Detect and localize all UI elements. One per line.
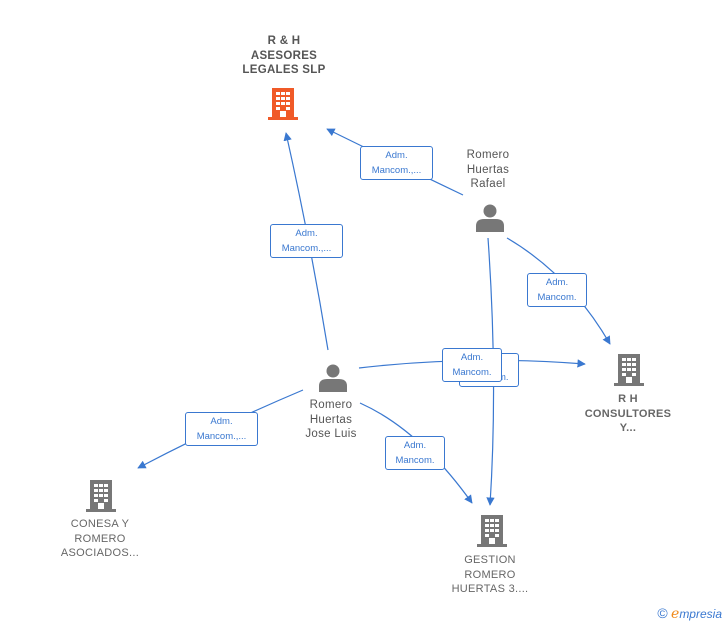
edge-label-jose-conesa[interactable]: Adm. Mancom.,...: [185, 412, 258, 446]
edge-label-line: Adm.: [460, 352, 484, 363]
edge-label-line: Mancom.: [537, 292, 577, 303]
node-label-rh-asesores[interactable]: R & H ASESORES LEGALES SLP: [214, 34, 354, 78]
node-label-line: ROMERO: [74, 532, 126, 545]
edge-label-jose-rh-consultores[interactable]: Adm. Mancom.: [442, 348, 502, 382]
brand-initial: e: [671, 606, 680, 622]
node-label-line: ROMERO: [464, 568, 516, 581]
building-icon[interactable]: [86, 478, 116, 512]
edge-label-line: Adm.: [385, 150, 408, 161]
person-icon[interactable]: [318, 362, 348, 392]
node-label-line: LEGALES SLP: [242, 64, 326, 76]
node-label-line: GESTION: [464, 554, 516, 566]
person-icon[interactable]: [475, 202, 505, 232]
building-icon[interactable]: [268, 86, 298, 120]
edge-label-rafael-rh-consultores[interactable]: Adm. Mancom.: [527, 273, 587, 307]
edge-label-line: Mancom.: [452, 367, 492, 378]
edge-label-line: Mancom.,...: [281, 243, 332, 254]
node-label-gestion[interactable]: GESTION ROMERO HUERTAS 3....: [434, 553, 546, 597]
node-label-line: ASOCIADOS...: [60, 547, 140, 559]
edge-label-line: Adm.: [210, 416, 233, 427]
node-label-line: Rafael: [470, 178, 506, 190]
building-icon[interactable]: [614, 352, 644, 386]
node-label-line: Huertas: [466, 163, 510, 176]
node-label-line: ASESORES: [250, 49, 318, 62]
copyright-symbol: ©: [657, 605, 668, 621]
edge-label-jose-rh-asesores[interactable]: Adm. Mancom.,...: [270, 224, 343, 258]
edge-label-line: Mancom.,...: [371, 165, 422, 176]
node-label-romero-jose[interactable]: Romero Huertas Jose Luis: [281, 398, 381, 442]
node-label-line: R H: [618, 393, 638, 405]
building-icon[interactable]: [477, 513, 507, 547]
node-label-line: Romero: [309, 399, 353, 411]
node-label-rh-consultores[interactable]: R H CONSULTORES Y...: [572, 392, 684, 436]
node-label-conesa[interactable]: CONESA Y ROMERO ASOCIADOS...: [44, 517, 156, 561]
edge-label-line: Mancom.,...: [196, 431, 247, 442]
edge-label-line: Adm.: [545, 277, 569, 288]
empresia-watermark: © empresia: [657, 605, 722, 622]
node-label-romero-rafael[interactable]: Romero Huertas Rafael: [438, 148, 538, 192]
node-label-line: Y...: [619, 422, 637, 434]
edge-label-line: Mancom.: [395, 455, 435, 466]
node-label-line: Jose Luis: [305, 428, 357, 440]
brand-name: mpresia: [679, 607, 722, 621]
edge-label-line: Adm.: [403, 440, 427, 451]
edge-label-rafael-rh-asesores[interactable]: Adm. Mancom.,...: [360, 146, 433, 180]
edge-label-line: Adm.: [295, 228, 318, 239]
node-label-line: Romero: [466, 149, 510, 161]
node-label-line: R & H: [267, 35, 301, 47]
node-label-line: CONSULTORES: [584, 407, 672, 420]
node-label-line: HUERTAS 3....: [451, 583, 529, 595]
edge-label-jose-gestion[interactable]: Adm. Mancom.: [385, 436, 445, 470]
node-label-line: CONESA Y: [70, 518, 130, 530]
node-label-line: Huertas: [309, 413, 353, 426]
